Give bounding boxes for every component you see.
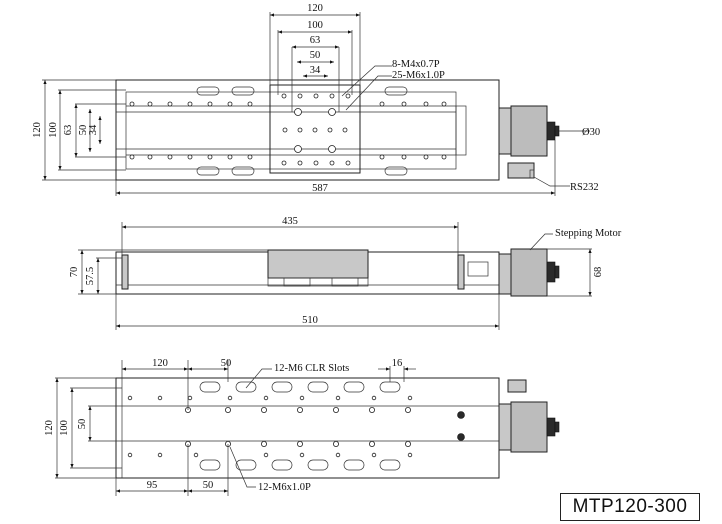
top-motor	[498, 105, 560, 179]
side-carriage	[267, 249, 369, 279]
label-stepping-motor: Stepping Motor	[555, 228, 622, 239]
top-callouts: 8-M4x0.7P 25-M6x1.0P Ø30 RS232	[341, 59, 600, 193]
dim-510: 510	[302, 315, 318, 326]
dim-50-bottom-b: 50	[203, 480, 214, 491]
bottom-dims: 120 50 16 120 100 50 95 50	[44, 358, 416, 496]
dim-100-bottom-y: 100	[59, 420, 70, 436]
dim-57-5: 57.5	[85, 267, 96, 285]
dim-63-left: 63	[63, 125, 74, 136]
side-motor	[498, 248, 560, 297]
top-holes	[129, 93, 447, 166]
bottom-plug-2	[457, 433, 465, 441]
label-m4-holes: 8-M4x0.7P	[392, 59, 440, 70]
top-view: 120 100 63 50 34 120 100 63 50 3	[32, 3, 600, 196]
label-clr-slots: 12-M6 CLR Slots	[274, 363, 349, 374]
top-dims: 120 100 63 50 34 120 100 63 50 3	[32, 3, 556, 196]
dim-63-top: 63	[310, 35, 321, 46]
dim-120-bottom-x: 120	[152, 358, 168, 369]
dim-34-top: 34	[310, 65, 321, 76]
side-view: 435 510 70 57.5 68 Stepping Motor	[69, 216, 622, 330]
dim-95: 95	[147, 480, 158, 491]
dim-50-bottom-y: 50	[77, 419, 88, 430]
dim-50-left: 50	[78, 125, 89, 136]
side-dims: 435 510 70 57.5 68	[69, 216, 604, 330]
top-base-body	[115, 79, 500, 181]
top-slots	[196, 86, 408, 176]
dim-435: 435	[282, 216, 298, 227]
dim-120-bottom-y: 120	[44, 420, 55, 436]
dim-587: 587	[312, 183, 328, 194]
dim-50-bottom-x: 50	[221, 358, 232, 369]
dim-100-top: 100	[307, 20, 323, 31]
label-m6-holes: 25-M6x1.0P	[392, 70, 445, 81]
dim-16: 16	[392, 358, 403, 369]
label-m6-bottom-holes: 12-M6x1.0P	[258, 482, 311, 493]
bottom-plug-1	[457, 411, 465, 419]
bottom-base-body	[115, 377, 500, 479]
dim-68: 68	[593, 267, 604, 278]
dim-120-top: 120	[307, 3, 323, 14]
dim-34-left: 34	[88, 124, 99, 135]
dim-50-top: 50	[310, 50, 321, 61]
model-name: MTP120-300	[572, 496, 688, 517]
dim-120-left: 120	[32, 122, 43, 138]
bottom-holes	[127, 395, 413, 458]
bottom-slots	[199, 381, 401, 471]
label-rs232: RS232	[570, 182, 599, 193]
bottom-motor	[498, 379, 560, 453]
top-carriage	[269, 84, 361, 174]
label-knob-diameter: Ø30	[582, 127, 600, 138]
dim-70: 70	[69, 267, 80, 278]
model-title-box: MTP120-300	[560, 493, 700, 521]
dim-100-left: 100	[48, 122, 59, 138]
bottom-view: 120 50 16 120 100 50 95 50 12-M6 CLR Slo…	[44, 358, 560, 496]
